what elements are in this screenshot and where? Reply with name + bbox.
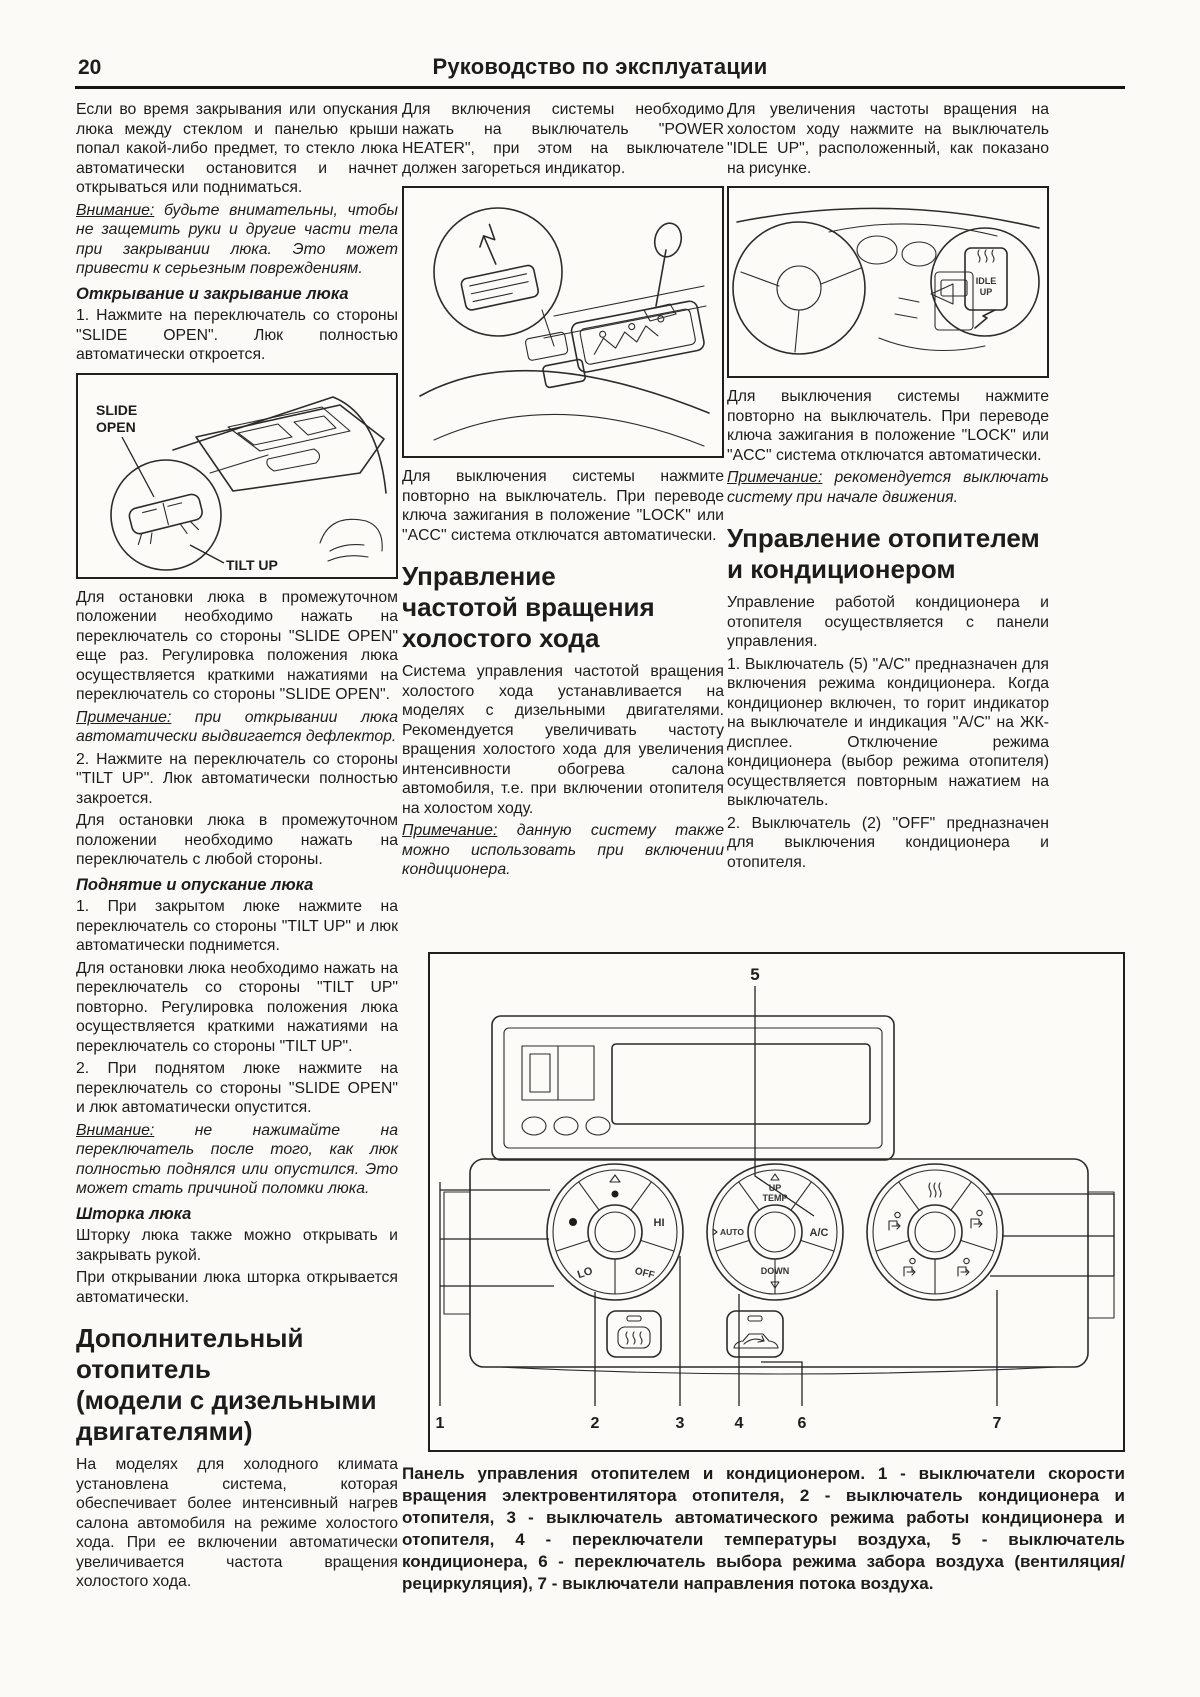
section-heading-idle-control: Управление частотой вращения холостого х…: [402, 561, 724, 654]
paragraph: На моделях для холодного климата установ…: [76, 1456, 398, 1590]
hvac-panel-figure: 5 HI LO: [428, 952, 1125, 1452]
heading-line: частотой вращения: [402, 592, 655, 622]
paragraph: 1. Нажмите на переключатель со стороны "…: [76, 307, 398, 363]
note: Примечание: рекомендуется выключать сист…: [727, 468, 1049, 507]
dial-label-off: OFF: [634, 1266, 656, 1282]
paragraph: 1. При закрытом люке нажмите на переключ…: [76, 898, 398, 954]
idle-up-figure: IDLE UP: [727, 186, 1049, 378]
paragraph: Для выключения системы нажмите повторно …: [727, 388, 1049, 464]
note-text: данную систему также можно использовать …: [402, 822, 724, 878]
callout-lines: [439, 1182, 1115, 1406]
section-heading-aux-heater: Дополнительный отопитель (модели с дизел…: [76, 1323, 398, 1447]
heading-line: Дополнительный: [76, 1323, 304, 1353]
paragraph: Для увеличения частоты вращения на холос…: [727, 101, 1049, 177]
heading-line: Управление: [402, 561, 556, 591]
dial-label-ac: A/C: [810, 1227, 829, 1239]
slide-open-label: SLIDE: [96, 402, 137, 418]
dial-label-up: UP: [769, 1183, 782, 1193]
paragraph: Для остановки люка в промежуточном полож…: [76, 812, 398, 868]
dial-label-auto: AUTO: [720, 1227, 744, 1237]
dial-label-lo: LO: [576, 1265, 595, 1281]
warning-label: Внимание:: [76, 1121, 155, 1139]
rear-defogger-button-icon: [606, 1310, 662, 1358]
paragraph: Шторку люка также можно открывать и закр…: [76, 1227, 398, 1264]
sunroof-figure: SLIDE OPEN TILT UP: [76, 372, 398, 579]
note-text: при открывании люка автоматически выдвиг…: [76, 708, 399, 746]
paragraph: 1. Выключатель (5) "A/C" предназначен дл…: [727, 655, 1049, 810]
paragraph: 2. Выключатель (2) "OFF" предназначен дл…: [727, 814, 1049, 871]
warning-text: будьте внимательны, чтобы не защемить ру…: [76, 201, 398, 278]
note-text: рекомендуется выключать систему при нача…: [727, 469, 1049, 506]
note: Примечание: данную систему также можно и…: [402, 821, 724, 880]
heading-line: и кондиционером: [727, 554, 956, 584]
idle-up-label-2: UP: [980, 287, 993, 297]
callout-3: 3: [676, 1415, 685, 1432]
callout-5: 5: [750, 965, 759, 984]
callout-2: 2: [591, 1415, 600, 1432]
right-column: Для увеличения частоты вращения на холос…: [727, 100, 1049, 875]
slide-open-label-2: OPEN: [96, 419, 136, 435]
warning-label: Внимание:: [76, 201, 155, 219]
paragraph: Для остановки люка необходимо нажать на …: [76, 959, 398, 1055]
paragraph: Для включения системы необходимо нажать …: [402, 101, 724, 177]
callout-7: 7: [993, 1415, 1002, 1432]
temp-auto-dial: UP TEMP AUTO A/C DOWN: [706, 1163, 844, 1301]
recirculation-button-icon: [726, 1310, 784, 1358]
dial-label-hi: HI: [654, 1217, 665, 1229]
paragraph: При открывании люка шторка открывается а…: [76, 1269, 398, 1306]
callout-1: 1: [436, 1415, 445, 1432]
heading-line: холостого хода: [402, 623, 600, 653]
console-drawing-icon: [419, 207, 710, 447]
note: Примечание: при открывании люка автомати…: [76, 708, 398, 747]
middle-column: Для включения системы необходимо нажать …: [402, 100, 724, 883]
dashboard-drawing-icon: IDLE UP: [732, 207, 1040, 355]
note-label: Примечание:: [76, 708, 172, 726]
subheading-open-close: Открывание и закрывание люка: [76, 284, 349, 303]
left-column: Если во время закрывания или опускания л…: [76, 100, 398, 1595]
heading-line: (модели с дизельными: [76, 1385, 377, 1415]
heading-line: двигателями): [76, 1416, 253, 1446]
note-label: Примечание:: [727, 469, 823, 486]
warning-note: Внимание: не нажимайте на переключатель …: [76, 1121, 398, 1199]
header-rule: [75, 86, 1125, 89]
paragraph: 2. При поднятом люке нажмите на переключ…: [76, 1060, 398, 1116]
heading-line: отопитель: [76, 1354, 211, 1384]
tilt-up-label: TILT UP: [226, 557, 278, 573]
dial-label-temp: TEMP: [762, 1193, 787, 1203]
callout-4: 4: [735, 1415, 744, 1432]
callout-6: 6: [798, 1415, 807, 1432]
warning-note: Внимание: будьте внимательны, чтобы не з…: [76, 201, 398, 279]
sunroof-drawing-icon: [110, 395, 387, 571]
dial-label-down: DOWN: [761, 1266, 790, 1276]
note-label: Примечание:: [402, 822, 498, 839]
fan-speed-dial: HI LO OFF: [546, 1163, 684, 1301]
paragraph: Управление работой кондиционера и отопит…: [727, 594, 1049, 650]
heading-line: Управление отопителем: [727, 523, 1040, 553]
paragraph: Для выключения системы нажмите повторно …: [402, 468, 724, 544]
page-number: 20: [78, 56, 102, 79]
subheading-tilt: Поднятие и опускание люка: [76, 875, 314, 894]
figure-caption: Панель управления отопителем и кондицион…: [402, 1464, 1125, 1593]
paragraph: 2. Нажмите на переключатель со стороны "…: [76, 750, 398, 807]
subheading-shade: Шторка люка: [76, 1204, 192, 1223]
airflow-dial: [866, 1163, 1004, 1301]
radio-unit-icon: [491, 1015, 895, 1161]
warning-text: не нажимайте на переключатель после того…: [76, 1121, 398, 1198]
paragraph: Система управления частотой вращения хол…: [402, 663, 724, 817]
power-heater-figure: [402, 186, 724, 458]
section-heading-hvac: Управление отопителем и кондиционером: [727, 523, 1049, 585]
idle-up-label: IDLE: [976, 276, 997, 286]
paragraph: Если во время закрывания или опускания л…: [76, 101, 398, 196]
paragraph: Для остановки люка в промежуточном полож…: [76, 588, 398, 704]
page-title: Руководство по эксплуатации: [432, 54, 768, 79]
